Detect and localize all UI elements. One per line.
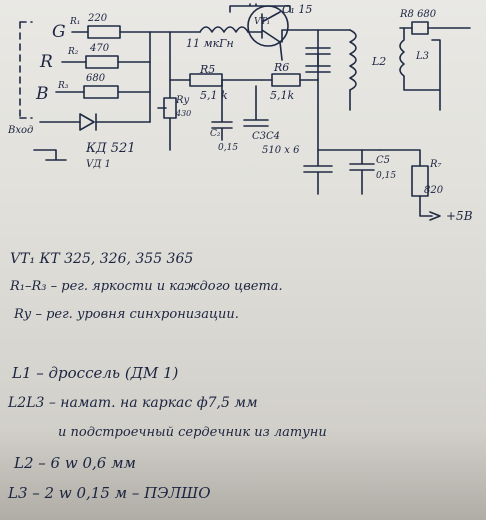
c1-label: С₁ 15 xyxy=(282,3,313,16)
note-core: и подстроечный сердечник из латуни xyxy=(58,425,327,440)
r3-label: R₃ xyxy=(58,81,69,91)
c34-value: 510 х 6 xyxy=(262,145,300,156)
note-l1: L1 – дроссель (ДМ 1) xyxy=(12,364,179,382)
r8-label: R8 680 xyxy=(400,9,437,20)
ry-value: 430 xyxy=(176,109,192,118)
choke-label: 11 мкГн xyxy=(186,37,234,50)
note-l3: L3 – 2 w 0,15 м – ПЭЛШО xyxy=(8,484,211,502)
r6-resistor xyxy=(271,73,301,87)
choke-l1 xyxy=(199,26,249,33)
input-b-label: B xyxy=(36,84,49,104)
r3-value: 680 xyxy=(86,73,106,84)
r7-resistor xyxy=(411,165,429,197)
input-r-label: R xyxy=(40,52,53,72)
note-ry: Rу – рег. уровня синхронизации. xyxy=(14,307,239,322)
c5-value: 0,15 xyxy=(376,171,397,181)
note-r1-r3: R₁–R₃ – рег. яркости и каждого цвета. xyxy=(10,279,283,294)
c2-capacitor xyxy=(211,79,233,141)
note-transistor-types: VT₁ КТ 325, 326, 355 365 xyxy=(10,251,194,267)
input-g-label: G xyxy=(52,22,66,42)
r2-value: 470 xyxy=(90,43,110,54)
r8-resistor xyxy=(411,21,429,35)
l3-label: L3 xyxy=(416,51,430,62)
vt-label: VT₁ xyxy=(254,17,271,27)
c3c4-capacitor xyxy=(243,85,269,127)
c5-label: С5 xyxy=(376,155,391,166)
r1-resistor xyxy=(87,25,121,39)
note-l2l3: L2L3 – намат. на каркас ф7,5 мм xyxy=(8,395,258,411)
c5-capacitor xyxy=(349,149,375,195)
r2-resistor xyxy=(85,55,119,69)
diode-kd521 xyxy=(79,113,97,131)
paper-shadow xyxy=(0,430,486,520)
input-label: Вход xyxy=(8,125,34,136)
r6-value: 5,1k xyxy=(270,89,295,102)
r7-value: 820 xyxy=(424,185,444,196)
ry-label: Rу xyxy=(176,95,190,106)
c34-label: С3С4 xyxy=(252,131,281,142)
diode-label: КД 521 xyxy=(86,141,136,156)
ground-input xyxy=(33,149,67,161)
r6-label: R6 xyxy=(274,61,290,74)
l2-label: L2 xyxy=(372,55,387,68)
coil-l3 xyxy=(399,27,441,111)
vd-label: VД 1 xyxy=(86,159,111,170)
plus5-label: +5В xyxy=(446,209,473,223)
r7-label: R₇ xyxy=(430,159,442,170)
r2-label: R₂ xyxy=(68,47,79,57)
c2-value: 0,15 xyxy=(218,143,239,153)
note-l2: L2 – 6 w 0,6 мм xyxy=(14,454,136,472)
r1-value: 220 xyxy=(88,13,108,24)
r5-label: R5 xyxy=(200,63,216,76)
r1-label: R₁ xyxy=(70,17,81,27)
c2-label: С₂ xyxy=(210,129,221,139)
r3-resistor xyxy=(83,85,119,99)
coil-l2 xyxy=(349,29,357,91)
r5-value: 5,1 k xyxy=(200,89,228,102)
